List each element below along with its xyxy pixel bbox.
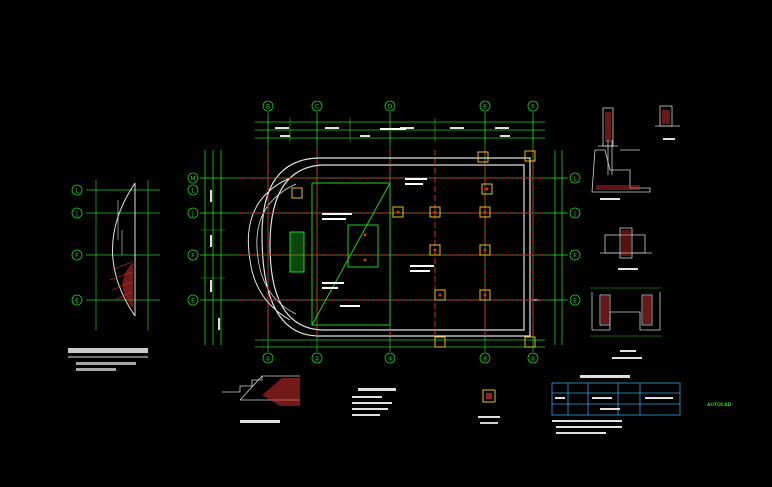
grid-bubble-label: ④	[482, 356, 487, 363]
grid-bubble-label: J	[573, 211, 576, 218]
detail-a	[478, 389, 500, 424]
bottom-details	[222, 375, 500, 424]
grid-bubble-label: F	[75, 253, 79, 260]
detail-3	[600, 227, 652, 259]
grid-bubble-label: L	[573, 176, 577, 183]
columns	[291, 150, 536, 348]
grid-bubble-label: J	[75, 211, 78, 218]
grid-bubble-label: E	[483, 104, 487, 111]
grid-bubble-label: C	[315, 104, 319, 111]
grid-bubble-label: E	[191, 298, 195, 305]
grid-bubble-label: F	[573, 253, 577, 260]
grid-bubble-label: M	[190, 176, 195, 183]
grid-bubble-label: E	[75, 298, 79, 305]
grid-bubble-label: F	[191, 253, 195, 260]
grid-bubble-label: F	[531, 104, 535, 111]
grid-bubble-label: B	[266, 104, 270, 111]
right-grid-bubbles	[569, 172, 581, 306]
top-grid-bubbles	[262, 100, 539, 112]
stamp-label: AUTOCAD	[707, 402, 732, 408]
plan-annotations	[322, 128, 434, 307]
dimension-chains	[204, 121, 563, 348]
left-grid-bubbles	[187, 172, 199, 306]
main-plan-gridlines	[200, 112, 568, 352]
detail-4	[591, 292, 661, 331]
left-partial-plan: L J F E	[68, 180, 160, 371]
grid-bubble-label: ②	[314, 356, 320, 363]
main-plan: B C D E F M L J F E L J	[187, 100, 581, 364]
grid-bubble-label: L	[191, 188, 195, 195]
grid-bubble-label: ⑤	[530, 356, 535, 363]
title-block	[551, 375, 681, 434]
grid-bubble-label: L	[75, 188, 79, 195]
bottom-grid-bubbles	[262, 352, 539, 364]
grid-bubble-label: ③	[387, 356, 392, 363]
grid-bubble-label: D	[388, 104, 393, 111]
grid-bubble-label: J	[191, 211, 194, 218]
left-plan-grid-bubbles	[71, 184, 83, 306]
slab-core	[289, 182, 391, 326]
building-outline	[261, 157, 540, 337]
section-details	[590, 105, 680, 359]
grid-bubble-label: ①	[265, 356, 270, 363]
grid-bubble-label: E	[573, 298, 577, 305]
left-plan-title	[68, 348, 148, 371]
detail-2	[591, 140, 651, 193]
